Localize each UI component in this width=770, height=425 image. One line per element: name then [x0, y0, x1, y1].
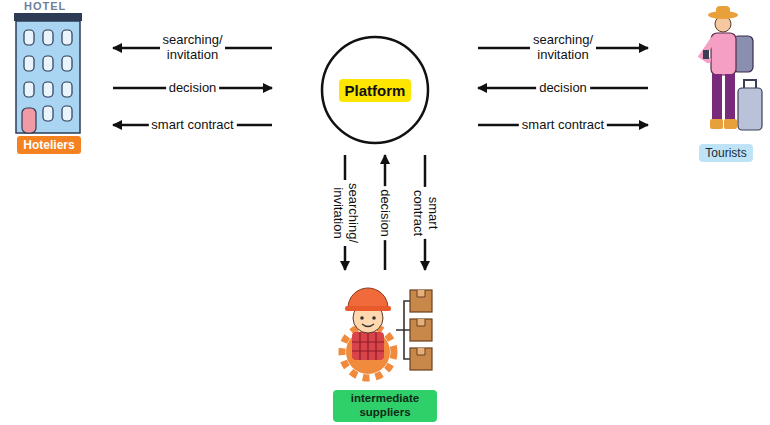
edge-label: decision	[536, 81, 590, 96]
edge-label: decision	[378, 186, 393, 240]
node-label: Hoteliers	[17, 136, 80, 154]
hotel-sign: HOTEL	[24, 0, 66, 12]
node-label: Platform	[339, 79, 412, 102]
tourist-icon	[702, 6, 762, 130]
hotel-icon	[14, 13, 82, 133]
edge-label: decision	[166, 81, 220, 96]
node-label: Tourists	[699, 144, 752, 162]
suppliers-node: intermediate suppliers	[330, 280, 440, 422]
edge-label: searching/ invitation	[330, 180, 360, 246]
platform-circle: Platform	[320, 35, 430, 145]
hoteliers-node: Hoteliers	[10, 14, 88, 154]
tourists-node: Tourists	[686, 4, 766, 162]
edge-label: smart contract	[148, 118, 236, 133]
edge-label: searching/ invitation	[160, 33, 226, 63]
edge-label: searching/ invitation	[530, 33, 596, 63]
supplier-icon	[342, 288, 432, 378]
node-label: intermediate suppliers	[333, 390, 437, 422]
edge-label: smart contract	[519, 118, 607, 133]
edge-label: smart contract	[410, 186, 440, 238]
